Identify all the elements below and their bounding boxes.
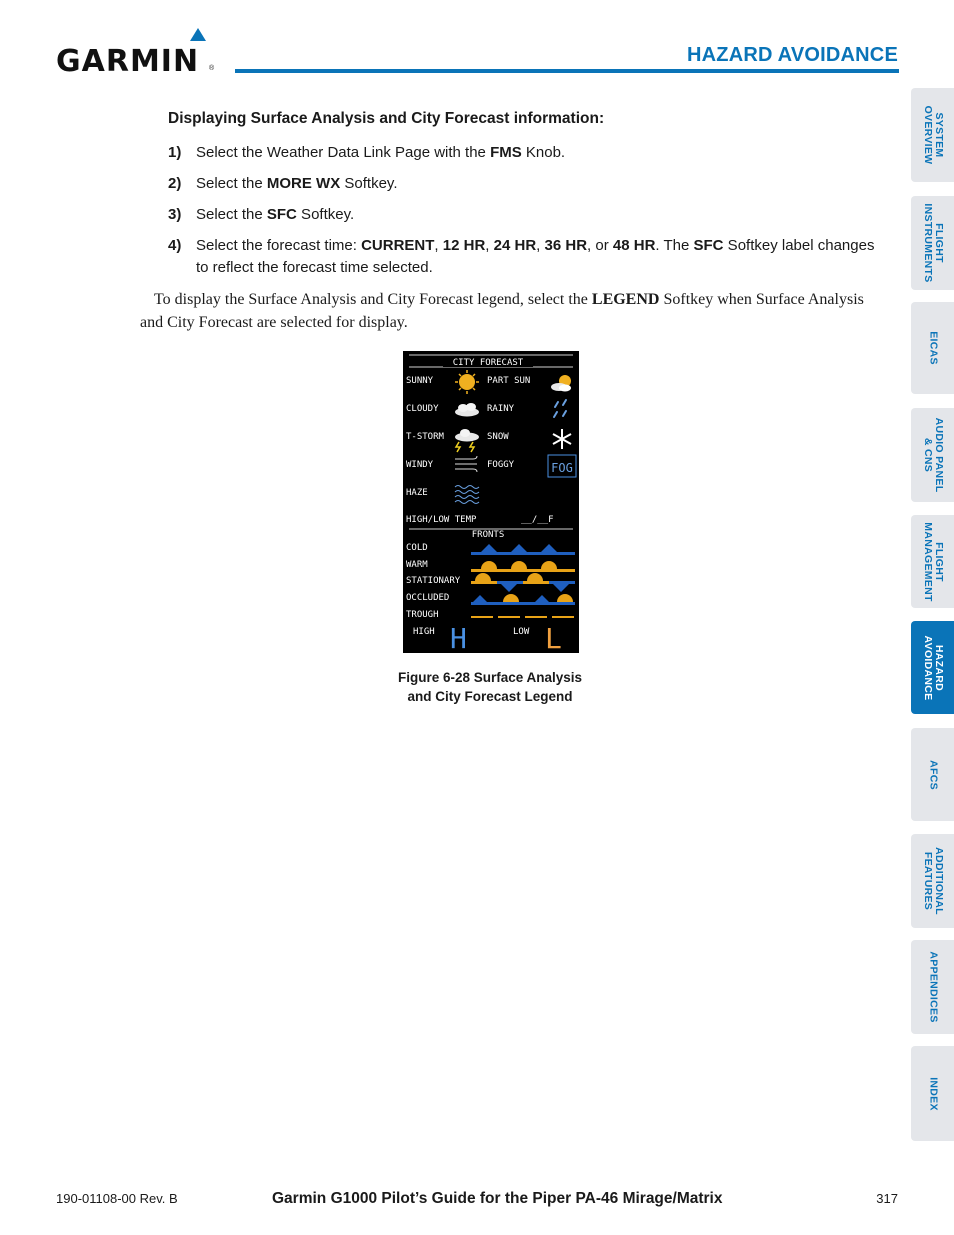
step-number: 4): [168, 237, 182, 254]
windy-icon: [455, 455, 478, 473]
tab-additional-features[interactable]: ADDITIONAL FEATURES: [911, 834, 954, 928]
stationary-front-symbol: [471, 573, 575, 592]
garmin-delta-icon: [190, 28, 206, 41]
temp-format: __/__F: [521, 515, 554, 525]
doc-number: 190-01108-00 Rev. B: [56, 1191, 178, 1206]
low-pressure-symbol: L: [545, 622, 562, 653]
fog-icon: FOG: [547, 454, 577, 478]
windy-label: WINDY: [406, 460, 434, 470]
low-pressure-label: LOW: [513, 627, 530, 637]
tab-eicas[interactable]: EICAS: [911, 302, 954, 394]
city-forecast-title: CITY FORECAST: [453, 358, 524, 368]
step-text: Select the Weather Data Link Page with t…: [196, 144, 566, 161]
tab-flight-instruments[interactable]: FLIGHT INSTRUMENTS: [911, 196, 954, 290]
partly-sunny-icon: [551, 375, 571, 392]
rainy-icon: [553, 399, 567, 418]
garmin-wordmark: GARMIN: [56, 44, 200, 79]
trough-symbol: [471, 616, 574, 618]
cloudy-icon: [455, 403, 479, 417]
header-rule: [235, 69, 899, 73]
warm-front-symbol: [471, 561, 575, 572]
tab-system-overview[interactable]: SYSTEM OVERVIEW: [911, 88, 954, 182]
step-number: 3): [168, 206, 182, 223]
haze-label: HAZE: [406, 488, 428, 498]
step-number: 2): [168, 175, 182, 192]
occluded-front-label: OCCLUDED: [406, 593, 449, 603]
registered-mark: ®: [209, 65, 215, 72]
garmin-logo: GARMIN ®: [56, 28, 218, 79]
cloudy-label: CLOUDY: [406, 404, 439, 414]
fronts-title: FRONTS: [472, 530, 505, 540]
snow-label: SNOW: [487, 432, 509, 442]
tab-flight-management[interactable]: FLIGHT MANAGEMENT: [911, 515, 954, 608]
warm-front-label: WARM: [406, 560, 428, 570]
footer-title: Garmin G1000 Pilot’s Guide for the Piper…: [272, 1190, 723, 1207]
high-low-temp-label: HIGH/LOW TEMP: [406, 515, 477, 525]
tab-audio-panel-cns[interactable]: AUDIO PANEL & CNS: [911, 408, 954, 502]
step-text: Select the forecast time: CURRENT, 12 HR…: [196, 237, 875, 276]
part-sun-label: PART SUN: [487, 376, 530, 386]
surface-analysis-legend-figure: CITY FORECAST SUNNY PART SUN CLOUDY RAIN…: [403, 351, 579, 655]
step-text: Select the SFC Softkey.: [196, 206, 355, 223]
sunny-icon: [455, 370, 479, 394]
stationary-front-label: STATIONARY: [406, 576, 461, 586]
rainy-label: RAINY: [487, 404, 515, 414]
tab-appendices[interactable]: APPENDICES: [911, 940, 954, 1034]
high-pressure-symbol: H: [450, 622, 467, 653]
occluded-front-symbol: [471, 594, 575, 605]
haze-icon: [454, 485, 480, 504]
sunny-label: SUNNY: [406, 376, 434, 386]
trough-label: TROUGH: [406, 610, 439, 620]
step-text: Select the MORE WX Softkey.: [196, 175, 398, 192]
cold-front-symbol: [471, 544, 575, 555]
legend-graphic: CITY FORECAST SUNNY PART SUN CLOUDY RAIN…: [406, 354, 577, 655]
body-paragraph: To display the Surface Analysis and City…: [140, 291, 864, 331]
foggy-label: FOGGY: [487, 460, 515, 470]
fog-icon-text: FOG: [551, 461, 573, 475]
page-number: 317: [876, 1191, 898, 1206]
tab-afcs[interactable]: AFCS: [911, 728, 954, 821]
tstorm-label: T-STORM: [406, 432, 445, 442]
tab-hazard-avoidance[interactable]: HAZARD AVOIDANCE: [911, 621, 954, 714]
figure-caption: Figure 6-28 Surface Analysis and City Fo…: [397, 670, 583, 704]
snowflake-icon: [552, 429, 572, 449]
cold-front-label: COLD: [406, 543, 428, 553]
section-title: HAZARD AVOIDANCE: [687, 44, 898, 66]
step-number: 1): [168, 144, 182, 161]
tab-index[interactable]: INDEX: [911, 1046, 954, 1141]
procedure-heading: Displaying Surface Analysis and City For…: [168, 110, 605, 127]
thunderstorm-icon: [454, 429, 479, 453]
high-pressure-label: HIGH: [413, 627, 435, 637]
